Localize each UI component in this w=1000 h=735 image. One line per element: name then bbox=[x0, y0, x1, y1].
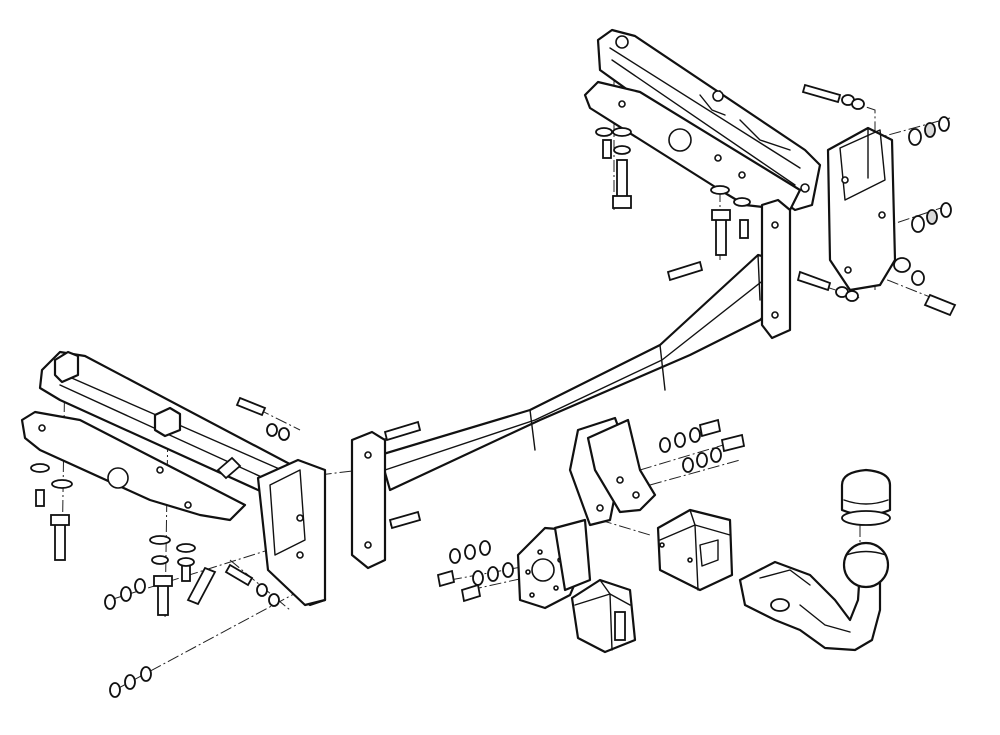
bolt bbox=[612, 159, 632, 209]
left-lower-plate bbox=[20, 410, 247, 522]
bolt bbox=[35, 489, 45, 507]
electrical-socket bbox=[570, 578, 637, 654]
bolt bbox=[50, 514, 70, 561]
left-side-bracket bbox=[38, 350, 327, 607]
right-end-plate bbox=[826, 126, 897, 292]
washers-and-nuts bbox=[30, 94, 952, 698]
bolt bbox=[153, 575, 173, 616]
bolt bbox=[181, 564, 191, 582]
tow-ball bbox=[842, 541, 890, 589]
center-mount-brackets bbox=[568, 416, 657, 527]
electrical-socket-plate bbox=[516, 518, 592, 610]
ball-receiver-housing bbox=[656, 508, 734, 592]
horizontal-bolts bbox=[186, 83, 957, 606]
bolt bbox=[711, 209, 731, 256]
vertical-bolts bbox=[35, 139, 749, 616]
ball-cover-cap bbox=[840, 468, 892, 526]
rear-crossbar bbox=[350, 198, 792, 570]
bolt bbox=[602, 139, 612, 159]
bolt bbox=[739, 219, 749, 239]
